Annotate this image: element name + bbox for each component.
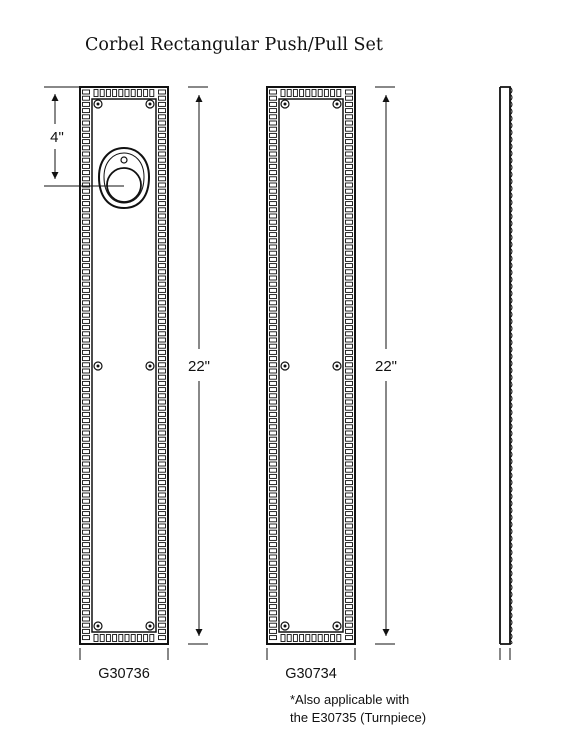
mounting-screw — [145, 99, 155, 109]
mounting-screw — [280, 99, 290, 109]
mounting-screw — [93, 99, 103, 109]
height-dimension-label: 22" — [188, 358, 210, 375]
cylinder-collar — [97, 146, 151, 210]
dimension-height-1: 22" — [188, 86, 210, 645]
model-label-g30734: G30734 — [285, 666, 337, 682]
height-dimension-label: 22" — [375, 358, 397, 375]
model-label-g30736: G30736 — [98, 666, 150, 682]
corbel-border-pattern — [82, 89, 166, 642]
mounting-screw — [332, 621, 342, 631]
plate-g30734 — [266, 86, 356, 645]
mounting-screw — [332, 361, 342, 371]
mounting-screw — [280, 621, 290, 631]
mounting-screw — [280, 361, 290, 371]
mounting-screw — [93, 621, 103, 631]
dimension-cylinder-offset: 4" — [44, 86, 124, 187]
page-title: Corbel Rectangular Push/Pull Set — [85, 35, 383, 55]
footnote-line-1: *Also applicable with — [290, 692, 409, 707]
corbel-border-pattern — [269, 89, 353, 642]
plate-g30736 — [79, 86, 169, 645]
mounting-screw — [332, 99, 342, 109]
footnote-line-2: the E30735 (Turnpiece) — [290, 710, 426, 725]
side-profile-view — [499, 86, 513, 645]
dimension-height-2: 22" — [375, 86, 397, 645]
extension-lines — [79, 648, 511, 660]
mounting-screw — [145, 621, 155, 631]
mounting-screw — [145, 361, 155, 371]
cylinder-dimension-label: 4" — [50, 129, 64, 146]
mounting-screw — [93, 361, 103, 371]
plate-inner-panel — [278, 98, 344, 633]
